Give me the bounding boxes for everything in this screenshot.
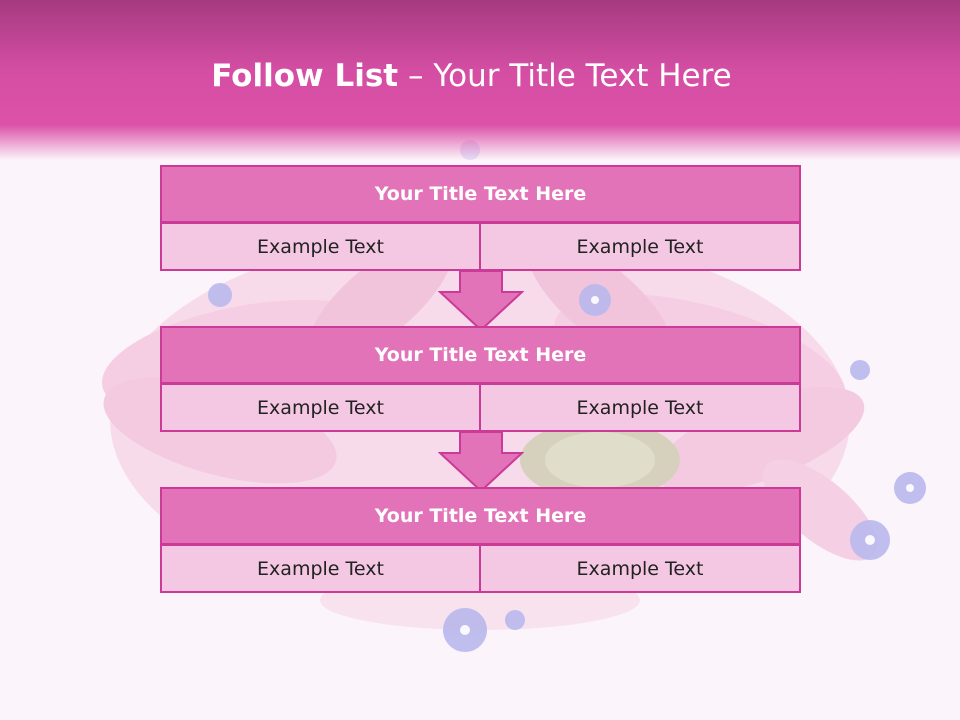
step-title-3: Your Title Text Here: [160, 487, 801, 545]
step-cell-left-2: Example Text: [160, 383, 481, 432]
slide-title: Follow List – Your Title Text Here: [0, 52, 943, 100]
step-block-2: Your Title Text Here Example Text Exampl…: [160, 326, 801, 432]
step-cell-left-3: Example Text: [160, 544, 481, 593]
down-arrow-icon: [438, 270, 524, 332]
slide-title-bold: Follow List: [211, 58, 399, 94]
step-cell-right-3: Example Text: [479, 544, 801, 593]
header-band: [0, 0, 960, 190]
step-title-2: Your Title Text Here: [160, 326, 801, 384]
down-arrow-icon: [438, 431, 524, 493]
step-block-3: Your Title Text Here Example Text Exampl…: [160, 487, 801, 593]
step-block-1: Your Title Text Here Example Text Exampl…: [160, 165, 801, 271]
step-title-1: Your Title Text Here: [160, 165, 801, 223]
slide-title-rest: – Your Title Text Here: [398, 58, 732, 94]
step-cell-right-2: Example Text: [479, 383, 801, 432]
step-cell-left-1: Example Text: [160, 222, 481, 271]
step-cell-right-1: Example Text: [479, 222, 801, 271]
